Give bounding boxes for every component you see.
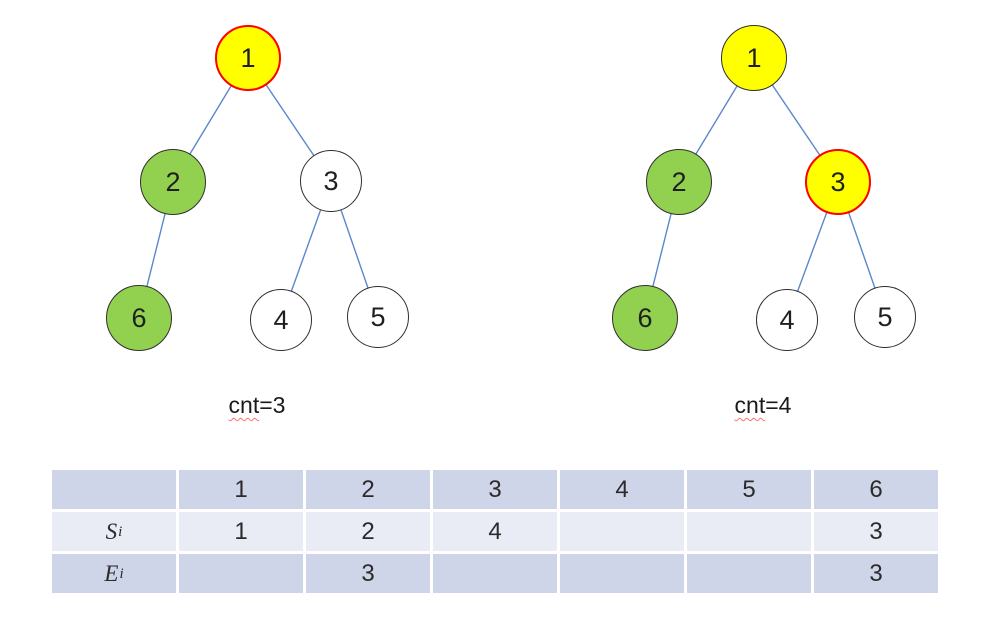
tree1-caption-word: cnt xyxy=(228,392,260,418)
tree2-caption-word: cnt xyxy=(734,392,766,418)
table-cell-S-4 xyxy=(560,512,684,551)
table-cell-S-2: 2 xyxy=(306,512,430,551)
tree2-node-4: 4 xyxy=(756,289,818,351)
table-cell-E-6: 3 xyxy=(814,554,938,593)
table-header-node-1: 1 xyxy=(179,470,303,509)
tree1-node-4: 4 xyxy=(250,289,312,351)
table-cell-S-1: 1 xyxy=(179,512,303,551)
tree2-node-5: 5 xyxy=(854,286,916,348)
table-cell-S-3: 4 xyxy=(433,512,557,551)
table-cell-E-3 xyxy=(433,554,557,593)
table-header-corner xyxy=(52,470,176,509)
table-cell-E-5 xyxy=(687,554,811,593)
tree1-node-3: 3 xyxy=(300,150,362,212)
tree2-node-6: 6 xyxy=(612,285,678,351)
tree2-caption-value: =4 xyxy=(765,392,792,418)
tree1-node-5: 5 xyxy=(347,286,409,348)
tree1-node-6: 6 xyxy=(106,285,172,351)
table-header-node-4: 4 xyxy=(560,470,684,509)
tree2-node-1: 1 xyxy=(721,25,787,91)
tree1-node-2: 2 xyxy=(140,149,206,215)
tree2-caption: cnt=4 xyxy=(698,392,828,419)
tree2-node-2: 2 xyxy=(646,149,712,215)
table-header-node-3: 3 xyxy=(433,470,557,509)
table-cell-E-4 xyxy=(560,554,684,593)
table-header-node-6: 6 xyxy=(814,470,938,509)
tree2-node-3: 3 xyxy=(805,149,871,215)
table-cell-E-2: 3 xyxy=(306,554,430,593)
table-cell-S-6: 3 xyxy=(814,512,938,551)
tree1-node-1: 1 xyxy=(215,25,281,91)
table-header-node-2: 2 xyxy=(306,470,430,509)
tree1-caption-value: =3 xyxy=(259,392,286,418)
table-cell-S-5 xyxy=(687,512,811,551)
table-cell-E-1 xyxy=(179,554,303,593)
table-header-node-5: 5 xyxy=(687,470,811,509)
row-label-base: S xyxy=(105,518,118,544)
tree1-caption: cnt=3 xyxy=(192,392,322,419)
row-label-base: E xyxy=(104,560,119,586)
